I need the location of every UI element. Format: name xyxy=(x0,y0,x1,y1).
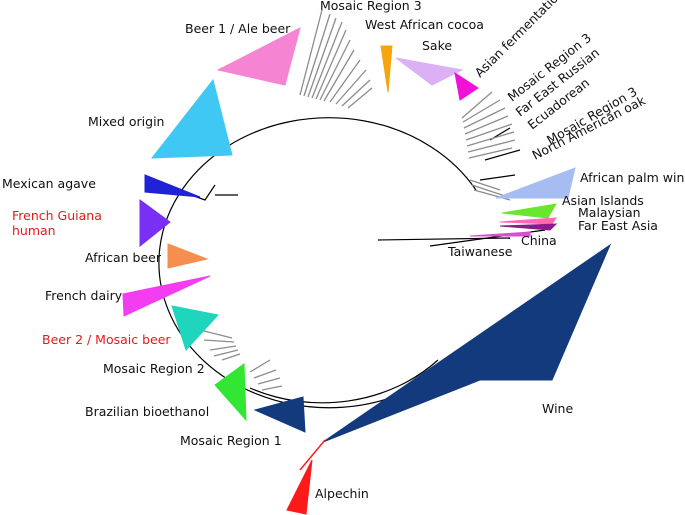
tree-backbone xyxy=(149,117,546,409)
label-french-guiana-line-1: French Guiana xyxy=(12,208,102,223)
wedge-beer1 xyxy=(216,27,301,86)
label-west-african-cocoa: West African cocoa xyxy=(365,17,484,32)
wedge-afbeer xyxy=(167,243,209,269)
root-branch xyxy=(377,237,511,241)
alpechin-branch xyxy=(299,439,326,471)
wedge-china xyxy=(469,231,531,237)
wedge-mosaic1 xyxy=(253,396,306,433)
wedge-frdairy xyxy=(122,275,211,317)
wedge-agave xyxy=(144,174,201,198)
cluster-mosaic1 xyxy=(249,359,283,391)
wedge-palm xyxy=(495,167,576,199)
gray-branch-clusters xyxy=(199,9,516,391)
wedge-asianferm xyxy=(454,71,479,101)
label-mosaic-region-2: Mosaic Region 2 xyxy=(103,361,205,376)
inner-arc xyxy=(249,359,439,404)
cluster-mosaic3-top xyxy=(299,9,373,109)
label-sake: Sake xyxy=(422,38,452,53)
wedge-fareast xyxy=(499,223,558,231)
wedge-mixed xyxy=(150,78,233,159)
label-mosaic-region-3-top: Mosaic Region 3 xyxy=(320,0,422,13)
label-french-guiana-human: French Guiana human xyxy=(12,208,106,238)
label-african-palm-wine: African palm wine xyxy=(580,170,685,185)
label-african-beer: African beer xyxy=(85,250,162,265)
wedge-beer2 xyxy=(171,305,219,351)
label-mixed-origin: Mixed origin xyxy=(88,114,164,129)
label-alpechin: Alpechin xyxy=(315,486,369,501)
label-mosaic-region-1: Mosaic Region 1 xyxy=(180,433,282,448)
label-china: China xyxy=(521,233,557,248)
label-wine: Wine xyxy=(542,401,573,416)
wedge-brazil xyxy=(214,363,247,422)
wedge-guiana xyxy=(139,199,171,248)
label-french-dairy: French dairy xyxy=(45,288,123,303)
wedge-sake xyxy=(395,57,464,86)
label-malaysian: Malaysian xyxy=(578,205,641,220)
label-beer-2-mosaic-beer: Beer 2 / Mosaic beer xyxy=(42,332,171,347)
wedge-asianisl xyxy=(501,203,557,219)
label-mexican-agave: Mexican agave xyxy=(2,176,96,191)
wedge-alpechin xyxy=(286,459,313,515)
clade-wedges xyxy=(122,27,612,515)
cluster-mosaic2 xyxy=(199,329,241,361)
clade-labels: Wine Alpechin Mosaic Region 1 Brazilian … xyxy=(2,0,685,501)
wedge-malaysian xyxy=(499,217,557,225)
label-french-guiana-line-2: human xyxy=(12,223,56,238)
label-far-east-asia: Far East Asia xyxy=(578,218,658,233)
cluster-mosaic3-right xyxy=(461,91,516,159)
wedge-cocoa xyxy=(380,45,393,93)
label-brazilian-bioethanol: Brazilian bioethanol xyxy=(85,404,209,419)
backbone-arc xyxy=(158,117,477,409)
wedge-wine xyxy=(322,243,612,443)
label-beer-1-ale-beer: Beer 1 / Ale beer xyxy=(185,21,291,36)
label-taiwanese: Taiwanese xyxy=(447,244,513,259)
label-asian-islands: Asian Islands xyxy=(562,193,644,208)
